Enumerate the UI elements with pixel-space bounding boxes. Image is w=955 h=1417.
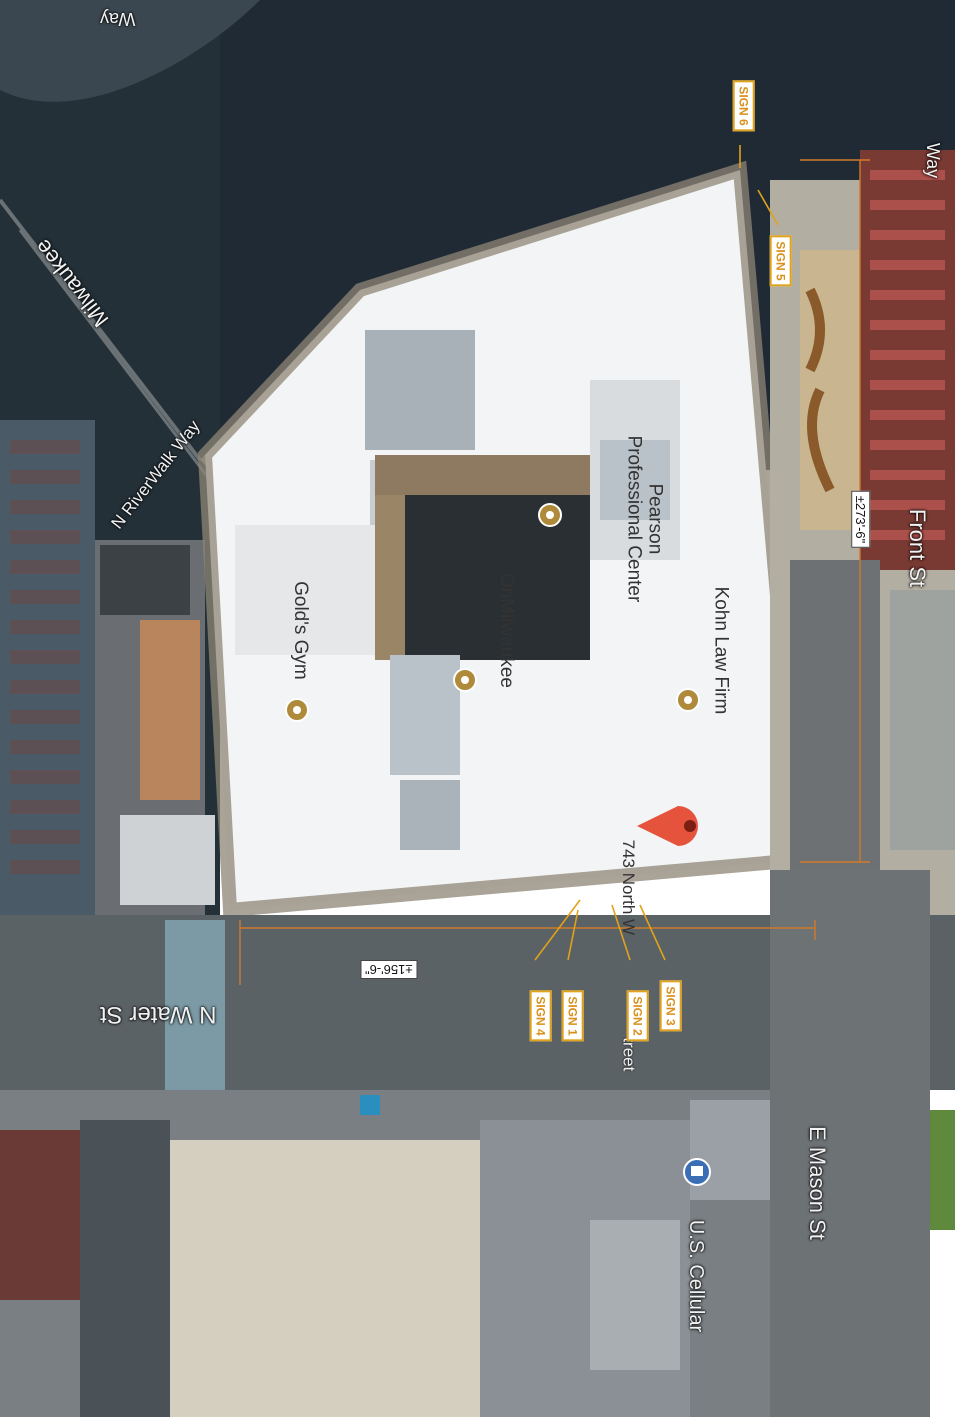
- address-label-part1: 743 North W: [619, 839, 639, 936]
- dimension-width-label: ±156'-6": [360, 960, 418, 979]
- dimension-length-label: ±273'-6": [851, 490, 871, 549]
- place-label-onmilwaukee: OnMilwaukee: [496, 572, 517, 688]
- street-label-n-water-st: N Water St: [100, 1001, 217, 1028]
- address-label-part2: treet: [619, 1037, 639, 1072]
- street-label-top-right-way: Way: [923, 142, 944, 179]
- sign-callout-3: SIGN 3: [659, 980, 682, 1032]
- poi-markers: [285, 503, 700, 722]
- place-label-us-cellular: U.S. Cellular: [685, 1219, 708, 1333]
- place-label-pearson: Pearson Professional Center: [623, 435, 665, 602]
- sign-callout-4: SIGN 4: [529, 990, 552, 1042]
- place-label-pearson-line2: Professional Center: [623, 435, 645, 603]
- street-label-top-way: Way: [100, 9, 136, 29]
- sign-callout-1: SIGN 1: [561, 990, 584, 1042]
- location-pin-icon: [637, 806, 698, 846]
- place-label-pearson-line1: Pearson: [644, 483, 666, 555]
- sign-callout-2: SIGN 2: [626, 990, 649, 1042]
- street-label-e-mason-st: E Mason St: [804, 1126, 830, 1240]
- sign-callout-5: SIGN 5: [769, 235, 792, 287]
- place-label-golds-gym: Gold's Gym: [289, 581, 311, 680]
- street-label-front-st: Front St: [905, 508, 931, 588]
- place-label-kohn-law-firm: Kohn Law Firm: [710, 586, 732, 715]
- sign-callout-6: SIGN 6: [732, 80, 755, 132]
